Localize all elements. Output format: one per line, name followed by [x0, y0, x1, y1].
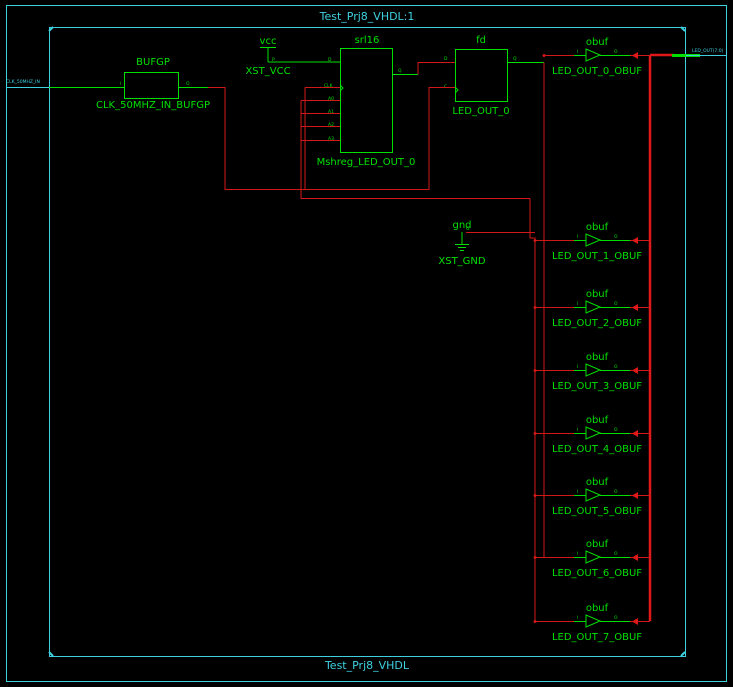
- obuf-pin-i-1: I: [577, 234, 578, 240]
- obuf-type-4: obuf: [586, 415, 609, 426]
- obuf-name-3: LED_OUT_3_OBUF: [552, 381, 642, 392]
- bufgp-type: BUFGP: [136, 57, 170, 68]
- obuf-pin-i-7: I: [577, 615, 578, 621]
- srl16-name: Mshreg_LED_OUT_0: [317, 157, 416, 168]
- obuf-pin-i-4: I: [577, 427, 578, 433]
- obuf-type-6: obuf: [586, 539, 609, 550]
- bufgp-pin-i: I: [120, 81, 121, 87]
- obuf-name-7: LED_OUT_7_OBUF: [552, 632, 642, 643]
- srl16-pin-a2: A2: [328, 122, 334, 128]
- obuf-pin-i-3: I: [577, 364, 578, 370]
- outer-frame: [6, 5, 727, 682]
- output-bus: [648, 53, 727, 621]
- gnd-type: gnd: [452, 220, 471, 231]
- input-port-label[interactable]: CLK_50MHZ_IN: [6, 79, 40, 85]
- bottom-title: Test_Prj8_VHDL: [324, 659, 410, 672]
- srl16-pin-q: Q: [398, 68, 402, 74]
- fd-block[interactable]: fd D C Q LED_OUT_0: [444, 35, 544, 117]
- output-port-label[interactable]: LED_OUT(7:0): [692, 48, 724, 54]
- obuf-name-0: LED_OUT_0_OBUF: [552, 66, 642, 77]
- fd-pin-q: Q: [513, 56, 517, 62]
- fd-name: LED_OUT_0: [452, 106, 509, 117]
- obuf-pin-i-6: I: [577, 551, 578, 557]
- obuf-type-5: obuf: [586, 477, 609, 488]
- obuf-pin-i-0: I: [577, 49, 578, 55]
- vcc-pin: P: [272, 57, 275, 63]
- obuf-pin-o-6: O: [614, 551, 618, 557]
- top-title: Test_Prj8_VHDL:1: [319, 10, 415, 23]
- srl16-pin-d: D: [328, 57, 332, 63]
- obuf-pin-o-0: O: [614, 49, 618, 55]
- obuf-name-6: LED_OUT_6_OBUF: [552, 568, 642, 579]
- obuf-type-2: obuf: [586, 289, 609, 300]
- obuf-type-1: obuf: [586, 222, 609, 233]
- obuf-name-5: LED_OUT_5_OBUF: [552, 506, 642, 517]
- bufgp-block[interactable]: BUFGP I O CLK_50MHZ_IN_BUFGP: [96, 57, 210, 111]
- nets: [208, 62, 545, 621]
- bufgp-pin-o: O: [186, 81, 190, 87]
- bufgp-name: CLK_50MHZ_IN_BUFGP: [96, 100, 210, 111]
- frame-corners: [48, 26, 686, 657]
- inner-frame: [49, 27, 686, 657]
- obuf-pin-o-2: O: [614, 301, 618, 307]
- obuf-type-3: obuf: [586, 352, 609, 363]
- obuf-name-2: LED_OUT_2_OBUF: [552, 318, 642, 329]
- fd-pin-d: D: [444, 56, 448, 62]
- srl16-pin-a0: A0: [328, 96, 334, 102]
- obuf-pin-o-3: O: [614, 364, 618, 370]
- srl16-block[interactable]: srl16 D CLK A0 A1 A2 A3 Q Mshreg_LED_OUT…: [317, 35, 418, 168]
- gnd-name: XST_GND: [438, 256, 486, 267]
- obuf-pin-o-4: O: [614, 427, 618, 433]
- srl16-pin-a1: A1: [328, 109, 334, 115]
- srl16-type: srl16: [355, 35, 380, 46]
- gnd-pin: G: [466, 226, 470, 232]
- srl16-pin-clk: CLK: [324, 83, 334, 89]
- obuf-name-1: LED_OUT_1_OBUF: [552, 251, 642, 262]
- obuf-pin-i-5: I: [577, 489, 578, 495]
- obuf-pin-o-7: O: [614, 615, 618, 621]
- obuf-name-4: LED_OUT_4_OBUF: [552, 444, 642, 455]
- vcc-type: vcc: [260, 36, 277, 47]
- gnd-symbol[interactable]: gnd G XST_GND: [438, 220, 486, 267]
- vcc-name: XST_VCC: [245, 66, 290, 77]
- obuf-pin-o-1: O: [614, 234, 618, 240]
- obuf-pin-i-2: I: [577, 301, 578, 307]
- obuf-type-0: obuf: [586, 37, 609, 48]
- fd-type: fd: [476, 35, 486, 46]
- srl16-pin-a3: A3: [328, 136, 334, 142]
- vcc-symbol[interactable]: vcc P XST_VCC: [245, 36, 340, 77]
- obuf-pin-o-5: O: [614, 489, 618, 495]
- obuf-type-7: obuf: [586, 603, 609, 614]
